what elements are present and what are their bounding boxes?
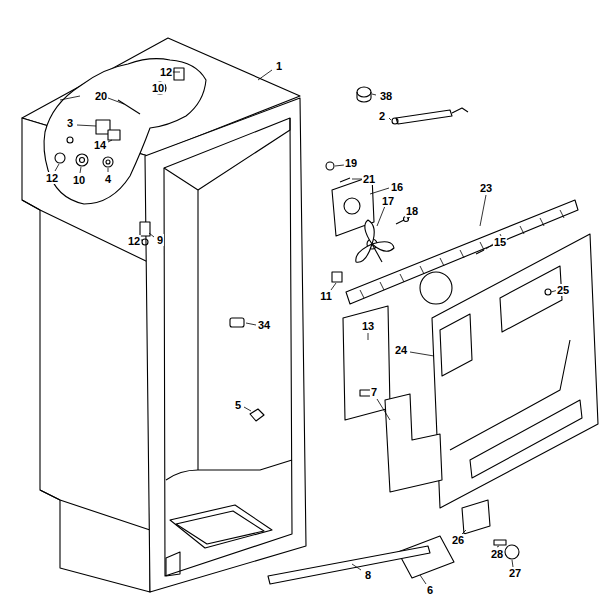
callout-number: 21: [362, 173, 376, 185]
callout-number: 2: [378, 110, 386, 122]
callout-number: 8: [364, 569, 372, 581]
callout-number: 23: [479, 182, 493, 194]
callout-number: 3: [66, 117, 74, 129]
callout-number: 14: [93, 139, 107, 151]
callout-number: 1: [275, 60, 283, 72]
callout-number: 18: [405, 205, 419, 217]
callout-number: 17: [381, 195, 395, 207]
callout-number: 20: [94, 90, 108, 102]
callout-number: 24: [394, 344, 408, 356]
callout-number: 12: [127, 235, 141, 247]
callout-number: 10: [151, 82, 165, 94]
callout-number: 26: [451, 534, 465, 546]
callout-number: 25: [556, 284, 570, 296]
callout-number: 34: [257, 319, 271, 331]
callout-number: 5: [234, 399, 242, 411]
callout-number: 10: [72, 174, 86, 186]
callout-number: 9: [156, 234, 164, 246]
callout-number: 28: [490, 548, 504, 560]
callout-number: 16: [390, 181, 404, 193]
callout-number: 6: [426, 584, 434, 596]
callout-number: 7: [370, 386, 378, 398]
callout-number: 19: [344, 157, 358, 169]
callout-number: 12: [159, 66, 173, 78]
callout-number: 12: [45, 172, 59, 184]
callout-number: 15: [493, 236, 507, 248]
callout-number: 27: [508, 567, 522, 579]
callout-number: 13: [361, 320, 375, 332]
callout-number: 11: [319, 290, 333, 302]
callout-number: 38: [379, 90, 393, 102]
callout-number: 4: [104, 173, 112, 185]
